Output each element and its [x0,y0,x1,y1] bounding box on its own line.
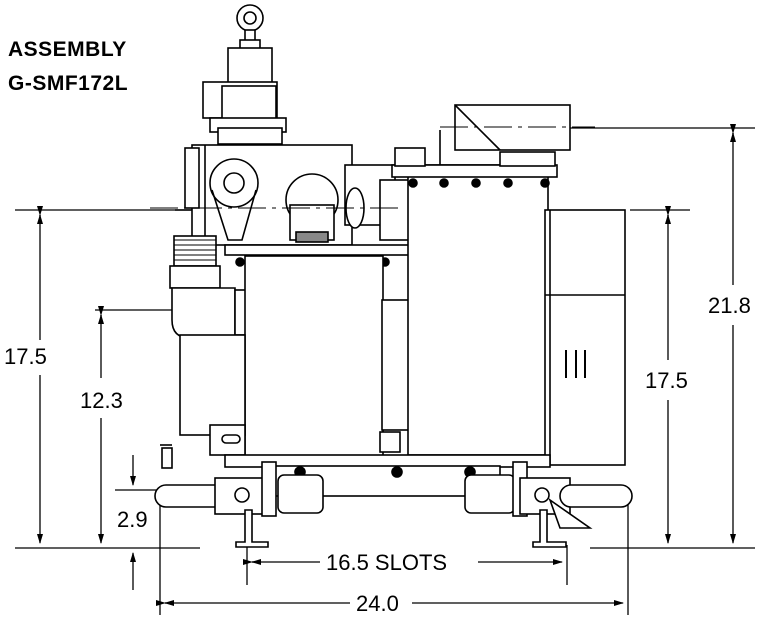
overall-height-label: 21.8 [708,293,751,318]
overall-width-label: 24.0 [356,591,399,616]
model-number: G-SMF172L [8,72,129,95]
inlet-height-label: 12.3 [80,388,123,413]
foot-height-label: 2.9 [117,507,148,532]
left-tank-height-label: 17.5 [4,344,47,369]
assembly-drawing [154,4,633,548]
left-tank [244,255,384,457]
slot-width-label: 16.5 SLOTS [326,550,447,575]
assembly-title: ASSEMBLY [8,38,127,61]
right-tank-height-label: 17.5 [645,368,688,393]
right-bottom-pipe [559,484,633,508]
dimension-lines [15,124,755,615]
right-tank [407,164,549,456]
side-panel [544,209,626,466]
